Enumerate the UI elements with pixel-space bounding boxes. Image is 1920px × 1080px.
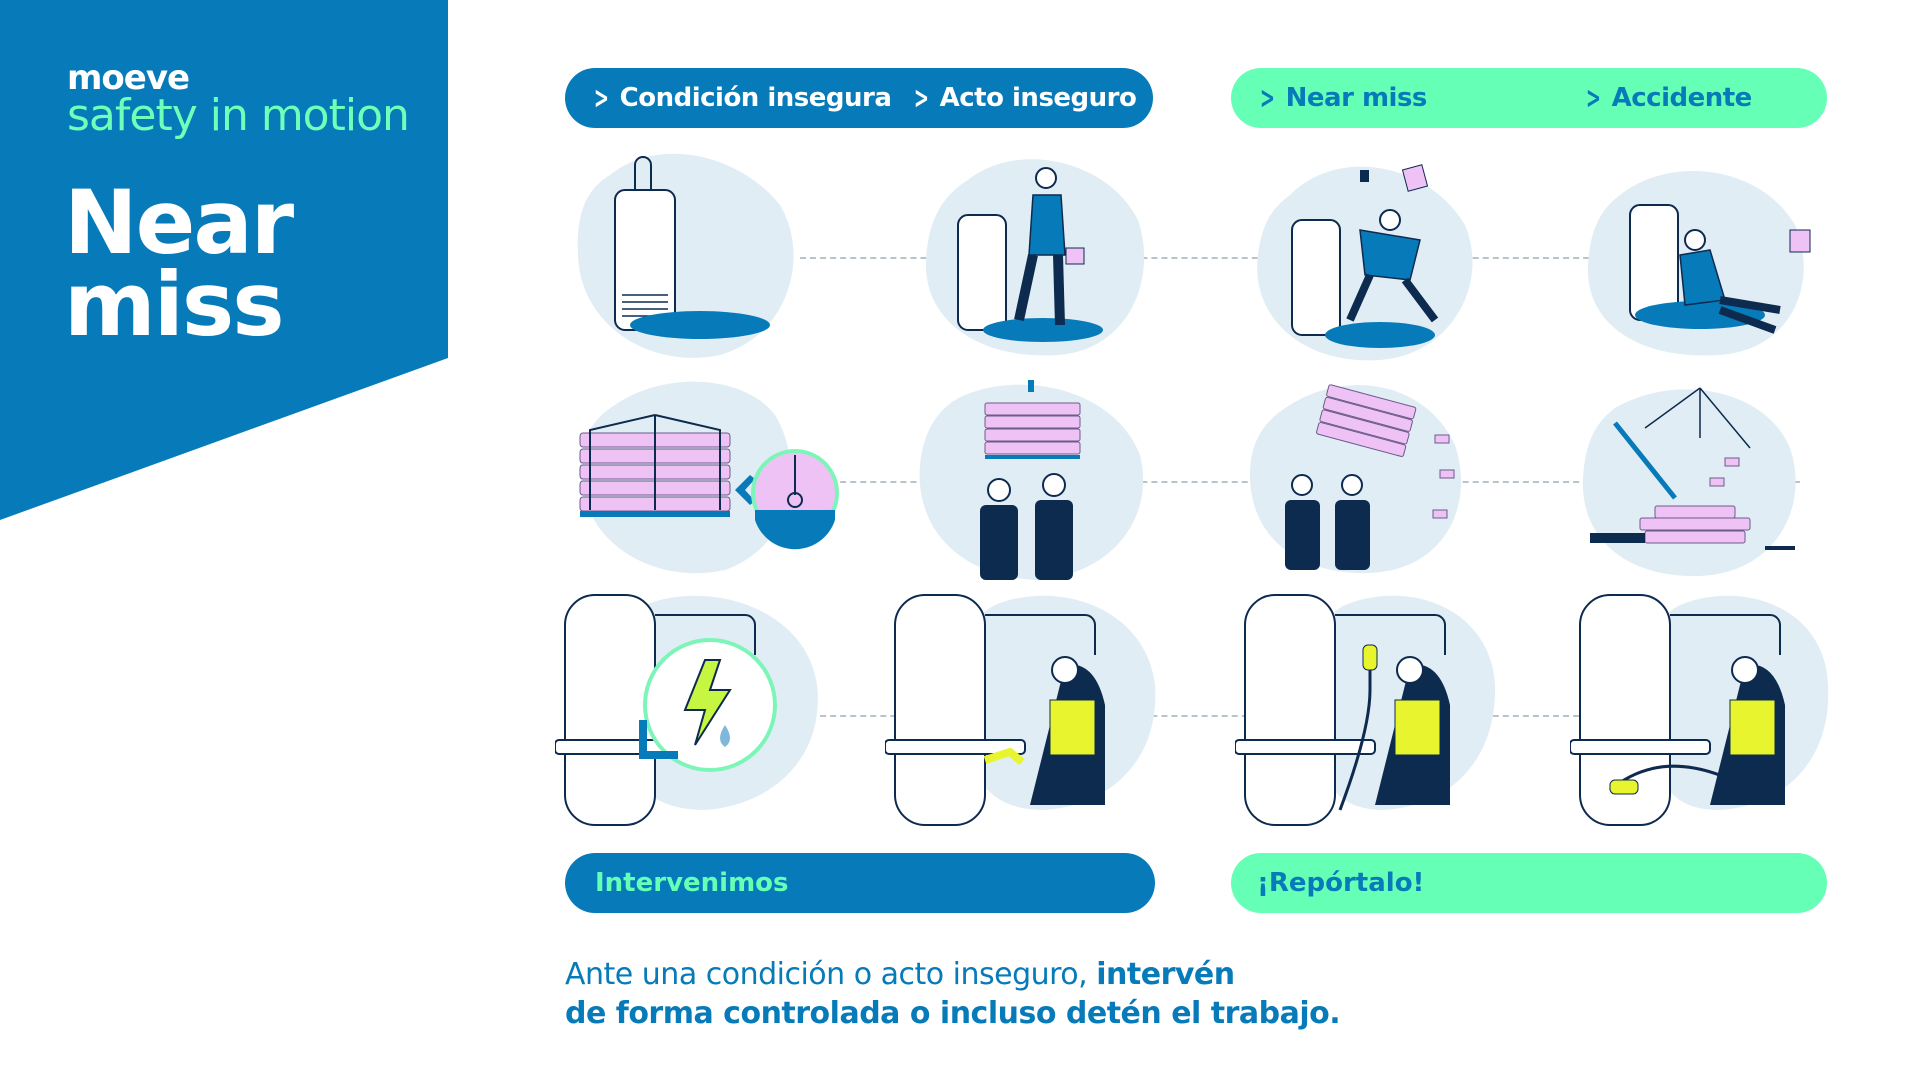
intervene-label: Intervenimos: [595, 868, 789, 898]
chevron-right-icon: >: [913, 80, 929, 116]
illustration-refueling-near-miss: [1235, 594, 1495, 826]
illustration-unsafe-act-walking: [925, 159, 1145, 356]
chevron-right-icon: >: [1585, 80, 1601, 116]
moeve-logo: moeve: [67, 58, 190, 98]
title-line-2: miss: [64, 253, 285, 356]
illustration-load-collapsed-accident: [1582, 387, 1796, 577]
stage-near-miss: > Near miss: [1255, 81, 1427, 116]
illustration-accident-fall: [1587, 171, 1811, 356]
stage-unsafe-condition: > Condición insegura: [589, 80, 892, 116]
illustration-fuel-spill-accident: [1570, 594, 1829, 826]
footer-text-normal: Ante una condición o acto inseguro,: [565, 957, 1097, 992]
stage-label: Accidente: [1611, 83, 1753, 113]
intervene-bar: Intervenimos: [565, 853, 1155, 913]
event-stage-bar: > Near miss > Accidente: [1231, 68, 1827, 128]
illustration-static-electricity-condition: [555, 594, 818, 826]
stage-unsafe-act: > Acto inseguro: [909, 80, 1137, 116]
footer-text-bold-2: de forma controlada o incluso detén el t…: [565, 996, 1341, 1031]
unsafe-stage-bar: > Condición insegura > Acto inseguro: [565, 68, 1153, 128]
chevron-right-icon: >: [1259, 80, 1275, 116]
stage-label: Near miss: [1285, 83, 1428, 113]
footer-text-bold-1: intervén: [1096, 957, 1235, 992]
illustration-load-falling-near-miss: [1250, 384, 1462, 574]
stage-label: Condición insegura: [619, 83, 892, 113]
report-label: ¡Repórtalo!: [1257, 868, 1425, 898]
chevron-right-icon: >: [593, 80, 609, 116]
illustration-puddle-condition: [577, 153, 794, 358]
brand-panel-background: [0, 0, 448, 520]
illustration-near-miss-slip: [1257, 164, 1473, 361]
illustration-refueling-unsafe-act: [885, 594, 1156, 826]
illustration-workers-under-load: [919, 380, 1144, 580]
illustration-load-hook-condition: [579, 381, 839, 574]
title-line-1: Near: [64, 171, 294, 274]
stage-label: Acto inseguro: [939, 83, 1137, 113]
page-title: Near miss: [64, 171, 294, 356]
stage-accident: > Accidente: [1581, 81, 1752, 116]
tagline: safety in motion: [67, 90, 410, 141]
report-bar: ¡Repórtalo!: [1231, 853, 1827, 913]
footer-message: Ante una condición o acto inseguro, inte…: [565, 955, 1341, 1033]
